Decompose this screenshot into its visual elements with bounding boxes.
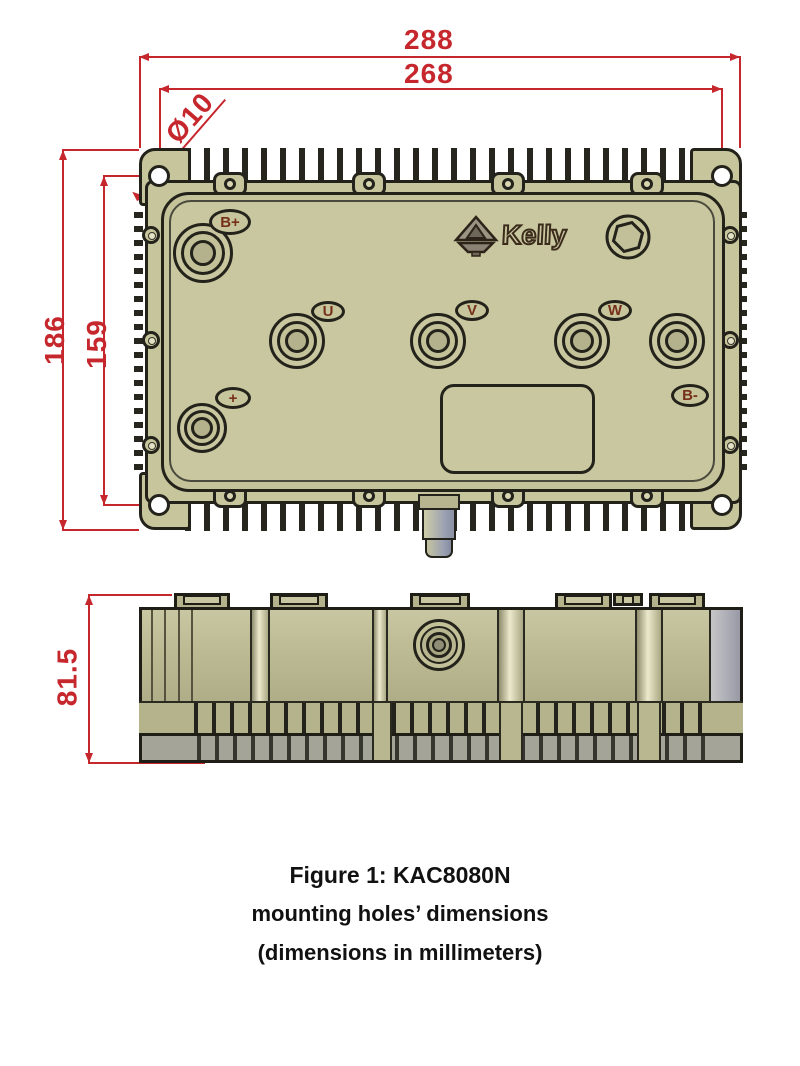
terminal-b-plus [173,223,233,283]
terminal-phase-w [554,313,610,369]
terminal-label-phase-v: V [455,300,489,321]
terminal-b-minus [649,313,705,369]
dim-arrow [730,53,740,61]
side-pillar [497,610,525,707]
dim-extension-line [721,88,723,170]
terminal-label-b-plus: B+ [209,209,251,235]
side-edge-line [151,610,153,707]
dim-extension-line [88,762,205,764]
side-pillar [372,610,388,707]
side-edge-line [164,610,166,707]
side-fin-slot [637,703,661,760]
side-fin-slot [372,703,392,760]
dim-side-height-label: 81.5 [51,647,83,707]
dim-extension-line [739,56,741,148]
mounting-hole-top-right [711,165,733,187]
nameplate-recess [440,384,595,474]
screw-boss [142,331,160,349]
dim-extension-line [103,504,151,506]
screw-hole [641,178,653,190]
cable-gland-tip [425,538,453,558]
dim-arrow [59,150,67,160]
side-connector [413,619,465,671]
terminal-label-phase-w: W [598,300,632,321]
screw-hole [502,178,514,190]
dim-hole-height-line [103,176,105,505]
terminal-label-aux-plus: + [215,387,251,409]
dim-arrow [712,85,722,93]
caption-subtitle: mounting holes’ dimensions [251,901,549,926]
dim-arrow [159,85,169,93]
side-fin-slot [499,703,523,760]
side-edge-line [191,610,193,707]
dim-extension-line [159,88,161,170]
dim-side-height-line [88,595,90,763]
dim-arrow [85,595,93,605]
side-pillar [635,610,663,707]
dim-arrow [59,520,67,530]
terminal-aux-plus [177,403,227,453]
top-view: B+ + U V W [134,148,747,558]
left-ribs [134,212,143,470]
side-pillar [250,610,270,707]
dim-outer-height-line [62,150,64,530]
dim-outer-width-label: 288 [404,24,454,55]
brand-text: Kelly [500,219,568,251]
top-fins [185,148,697,183]
side-right-block [709,610,740,707]
dim-hole-width-line [159,88,722,90]
screw-hole [224,178,236,190]
dim-outer-width-line [139,56,740,58]
dim-extension-line [139,56,141,148]
kelly-logo-icon [452,214,500,258]
terminal-phase-u [269,313,325,369]
terminal-phase-v [410,313,466,369]
cable-gland-body [422,508,456,540]
dim-arrow [139,53,149,61]
dim-extension-line [88,594,172,596]
mounting-hole-bottom-left [148,494,170,516]
side-terminal-cap [555,593,612,610]
caption-title: Figure 1: KAC8080N [289,862,511,888]
dim-arrow [100,495,108,505]
caption-units-note: (dimensions in millimeters) [257,940,543,965]
dim-extension-line [62,149,139,151]
screw-boss [142,226,160,244]
dim-extension-line [62,529,139,531]
side-terminal-cap [410,593,470,610]
terminal-label-phase-u: U [311,301,345,322]
side-view [139,593,743,765]
dim-extension-line [103,175,151,177]
screw-boss [142,436,160,454]
hex-plug-icon [604,213,652,261]
mounting-hole-bottom-right [711,494,733,516]
right-ribs [738,212,747,470]
terminal-label-b-minus: B- [671,384,709,407]
dim-outer-height-label: 186 [38,315,70,365]
side-small-cap [613,593,643,606]
dim-arrow [85,753,93,763]
side-edge-line [178,610,180,707]
dim-arrow [100,176,108,186]
mounting-hole-top-left [148,165,170,187]
dim-hole-width-label: 268 [404,58,454,89]
dim-hole-height-label: 159 [80,319,112,369]
screw-hole [363,178,375,190]
